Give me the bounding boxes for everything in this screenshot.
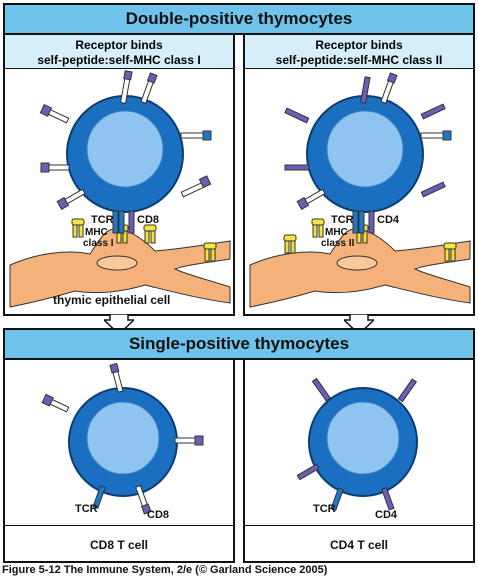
left-top-panel: Receptor binds self-peptide:self-MHC cla… [3,33,235,316]
t-cell-nucleus [326,401,400,475]
thymocyte-nucleus [86,110,164,188]
down-arrow-icon [344,314,374,334]
epithelial-cell-label: thymic epithelial cell [53,293,171,307]
mhc-label-line1: MHC [325,227,348,238]
mhc-label-line1: MHC [85,227,108,238]
single-positive-banner: Single-positive thymocytes [3,328,475,360]
right-top-panel: Receptor binds self-peptide:self-MHC cla… [243,33,475,316]
tcr-label: TCR [91,214,114,226]
dp-thymocyte-cd4-illustration: TCR CD4 MHC class II [249,72,471,308]
cd4-t-cell-label: CD4 T cell [329,538,389,552]
cd8-t-cell-label: CD8 T cell [89,538,149,552]
surface-receptors [284,72,452,234]
tcr-label: TCR [75,503,98,515]
right-heading-line2: self-peptide:self-MHC class II [275,53,443,67]
double-positive-banner: Double-positive thymocytes [3,3,475,35]
right-heading-line1: Receptor binds [315,38,403,52]
t-cell-nucleus [86,401,160,475]
double-positive-title: Double-positive thymocytes [125,9,353,28]
figure-caption: Figure 5-12 The Immune System, 2/e (© Ga… [2,564,328,576]
mhc-molecules [283,218,457,262]
thymocyte-nucleus [326,110,404,188]
cd4-label: CD4 [377,214,400,226]
left-panel-heading: Receptor binds self-peptide:self-MHC cla… [5,35,233,69]
bottom-right-panel: TCR CD4 CD4 T cell [243,358,475,563]
right-panel-heading: Receptor binds self-peptide:self-MHC cla… [245,35,473,69]
tcr-label: TCR [313,503,336,515]
tcr-label: TCR [331,214,354,226]
surface-receptors [39,70,212,234]
single-positive-title: Single-positive thymocytes [128,334,350,353]
surface-receptors [41,362,204,515]
cd4-t-cell-illustration: TCR CD4 [296,377,418,521]
mhc-molecules [71,218,217,262]
left-heading-line2: self-peptide:self-MHC class I [37,53,201,67]
bottom-left-panel: TCR CD8 CD8 T cell [3,358,235,563]
left-heading-line1: Receptor binds [75,38,163,52]
mhc-label-line2: class II [321,238,355,249]
surface-receptors [296,377,418,511]
epithelial-nucleus-icon [336,255,378,271]
cd8-label: CD8 [147,509,169,521]
cd4-label: CD4 [375,509,398,521]
dp-thymocyte-cd8-illustration: TCR CD8 MHC class I [9,70,231,308]
mhc-label-line2: class I [83,238,114,249]
cd8-label: CD8 [137,214,159,226]
down-arrow-icon [104,314,134,334]
cd8-t-cell-illustration: TCR CD8 [41,362,204,521]
epithelial-nucleus-icon [96,255,138,271]
